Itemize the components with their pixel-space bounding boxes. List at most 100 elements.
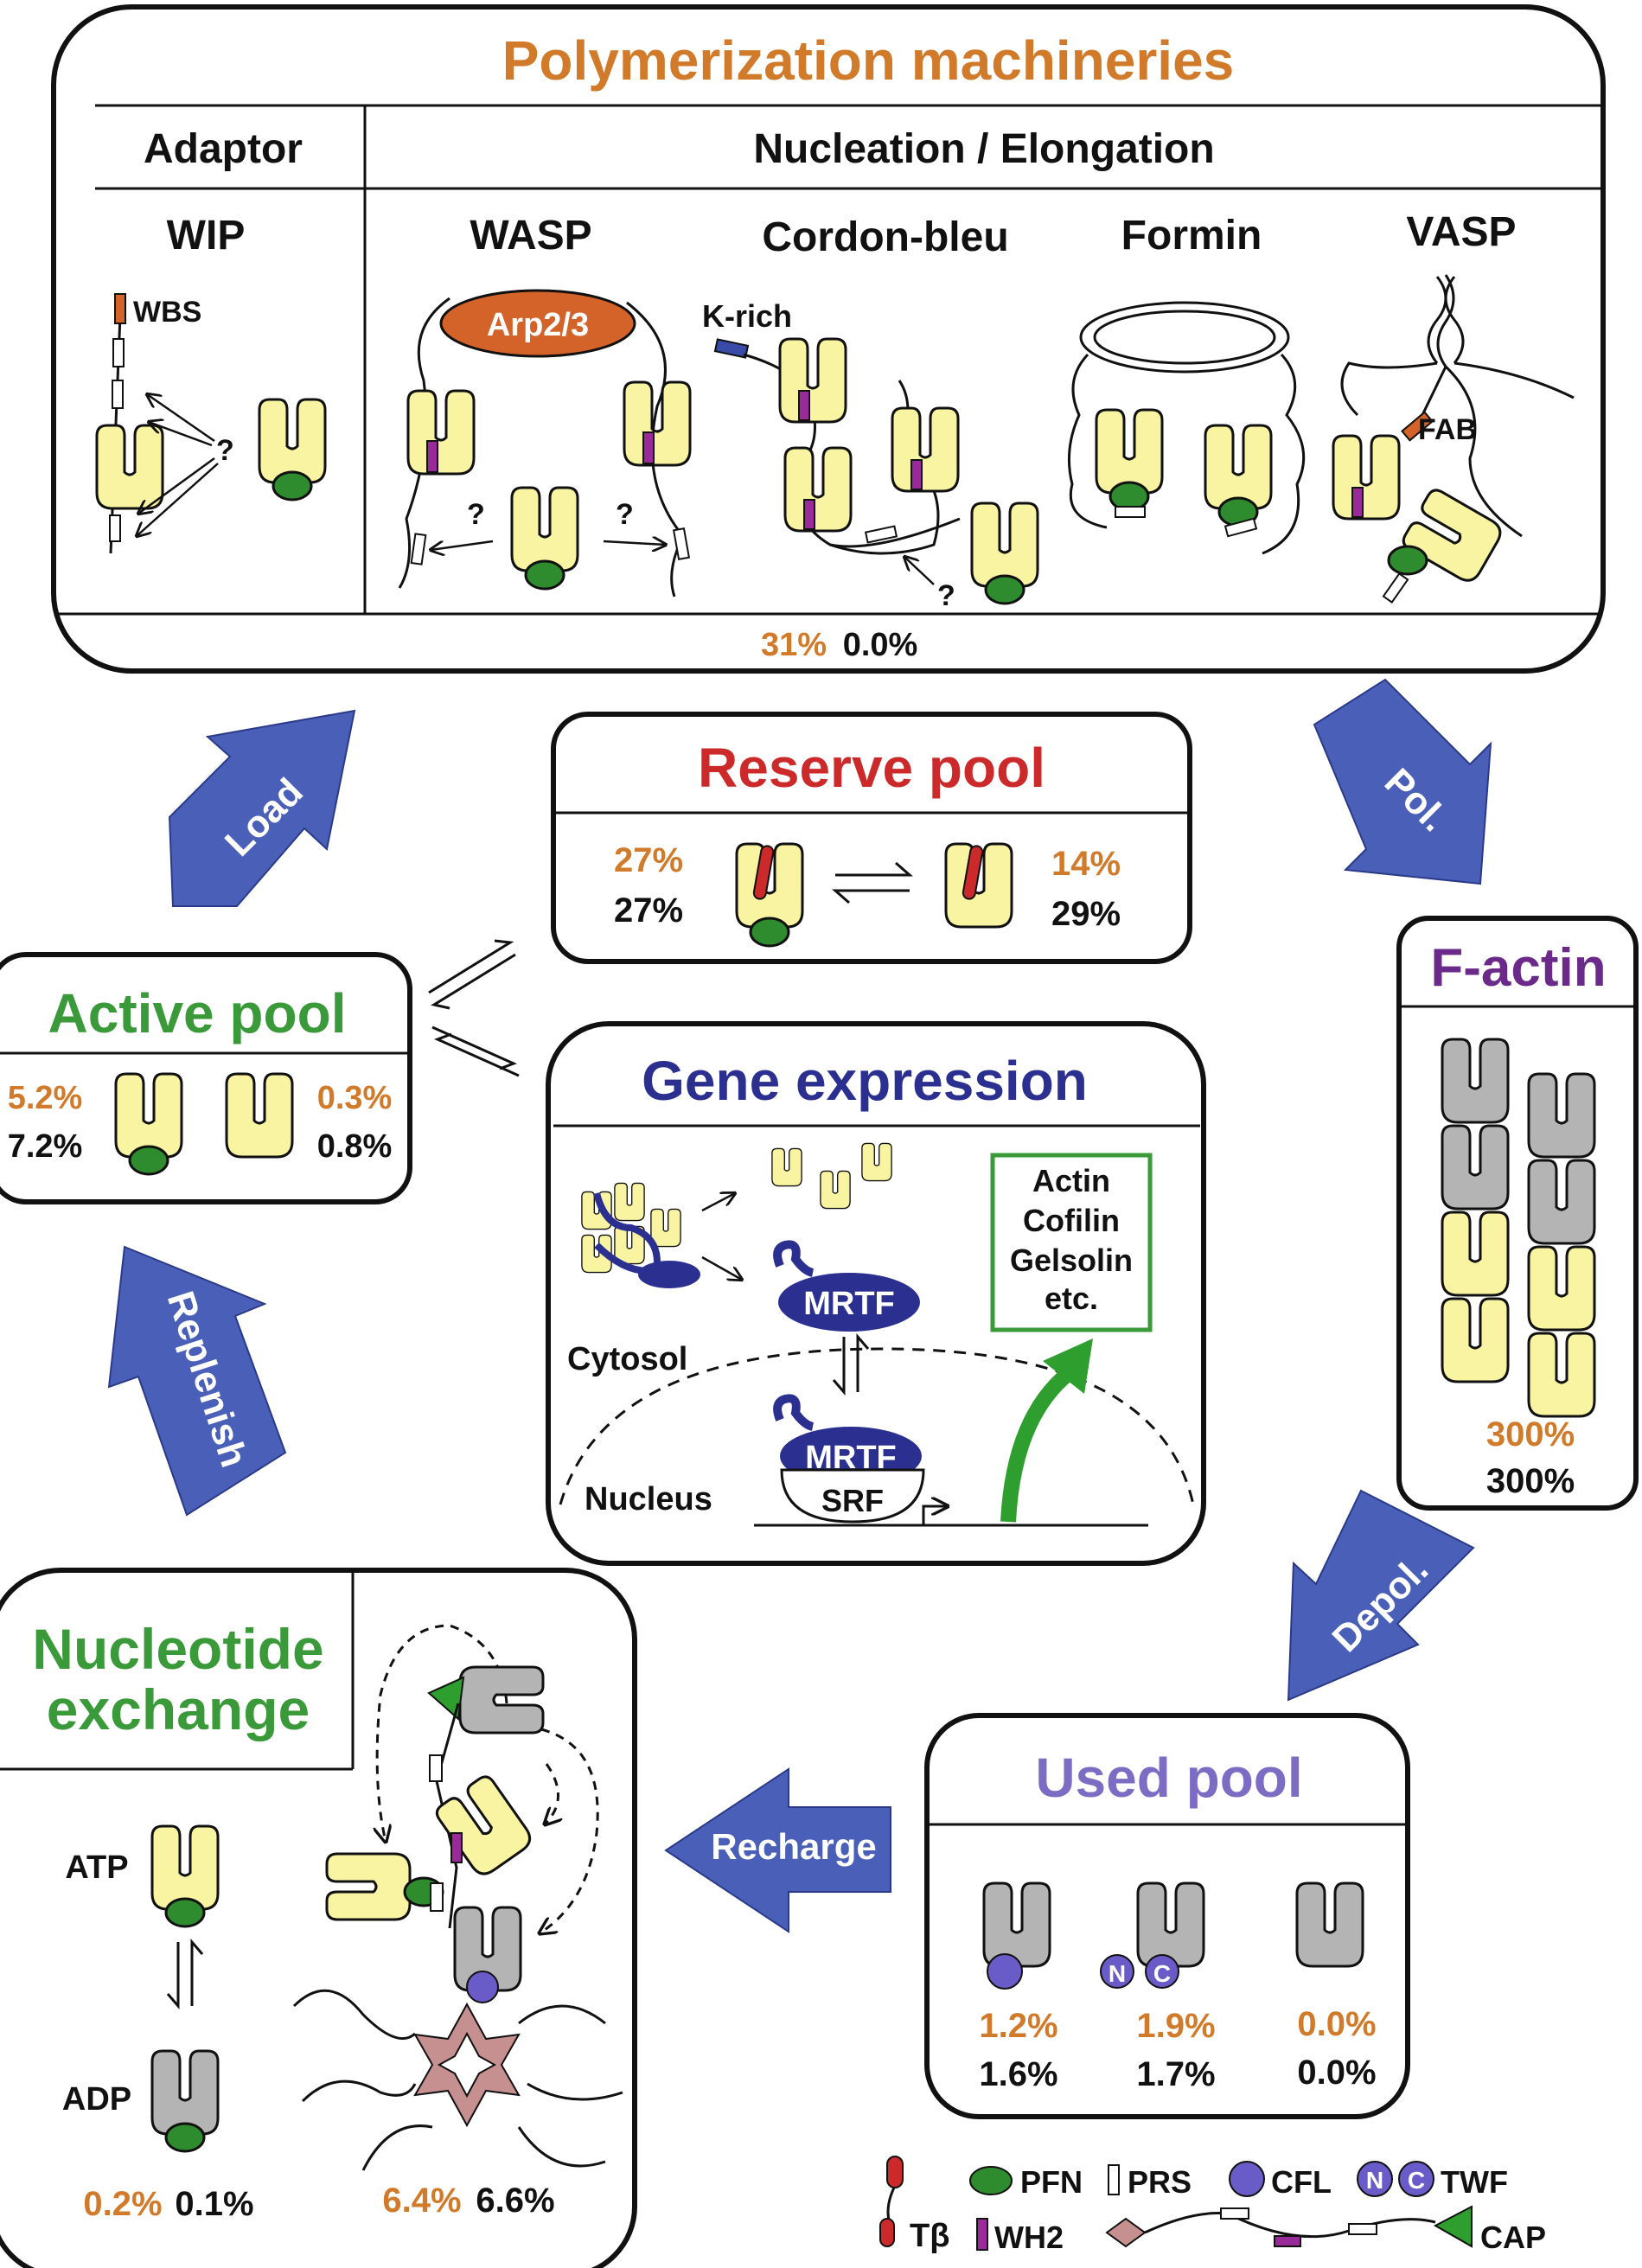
nucleotide-title-line1: Nucleotide [32, 1617, 323, 1681]
active-right-orange: 0.3% [317, 1080, 393, 1116]
polymerization-panel: Polymerization machineries Adaptor Nucle… [51, 4, 1606, 674]
legend-tb: Tβ [879, 2156, 949, 2254]
col-nucleation-label: Nucleation / Elongation [753, 126, 1214, 172]
recharge-arrow: Recharge [664, 1767, 891, 1933]
target-genes-box: Actin Cofilin Gelsolin etc. [990, 1153, 1153, 1332]
atp-adp-equilibrium-arrows [166, 1938, 204, 2010]
mrtf-equilibrium-arrows [832, 1332, 870, 1396]
srf-label: SRF [821, 1483, 884, 1518]
active-gene-arrows [431, 1025, 520, 1077]
used-c-black: 0.0% [1297, 2054, 1376, 2092]
krich-label: K-rich [702, 298, 792, 334]
legend: Tβ PFN PRS CFL N C TWF WH2 [879, 2156, 1546, 2255]
cordon-question: ? [937, 579, 955, 612]
cap-complex-illustration [292, 1624, 623, 2171]
legend-tb-label: Tβ [910, 2218, 949, 2254]
wip-question: ? [216, 434, 234, 467]
f-actin-title: F-actin [1430, 938, 1606, 998]
cordon-bleu-label: Cordon-bleu [762, 214, 1008, 260]
active-left-black: 7.2% [8, 1128, 83, 1165]
polymerization-title: Polymerization machineries [502, 29, 1235, 92]
wip-illustration: WBS ? [95, 293, 327, 554]
active-pool-panel: Active pool 5.2% 7.2% 0.3% 0.8% [0, 952, 412, 1204]
nucleus-label: Nucleus [585, 1481, 712, 1517]
legend-cfl-label: CFL [1271, 2164, 1332, 2200]
f-actin-pct-black: 300% [1486, 1462, 1575, 1500]
active-left-orange: 5.2% [8, 1080, 83, 1116]
mrtf-nucleus: MRTF SRF [773, 1394, 925, 1524]
formin-label: Formin [1121, 213, 1262, 259]
target-gene-2: Cofilin [1023, 1203, 1120, 1238]
polymerization-pct-orange: 31% [761, 627, 827, 663]
vasp-label: VASP [1406, 209, 1516, 255]
target-gene-4: etc. [1045, 1281, 1098, 1316]
legend-cfl: CFL [1229, 2161, 1332, 2200]
formin-illustration [1067, 301, 1306, 555]
reserve-title: Reserve pool [698, 737, 1045, 799]
reserve-right-orange: 14% [1051, 845, 1121, 883]
replenish-arrow: Replenish [107, 1245, 287, 1517]
legend-twf-n: N [1366, 2167, 1383, 2194]
nucleotide-exchange-panel: Nucleotide exchange ATP ADP 0.2% 0.1% [0, 1568, 637, 2268]
used-c-orange: 0.0% [1297, 2005, 1376, 2043]
target-gene-1: Actin [1032, 1163, 1110, 1198]
legend-wh2-label: WH2 [994, 2220, 1064, 2255]
active-right-black: 0.8% [317, 1128, 393, 1165]
legend-twf-label: TWF [1441, 2164, 1508, 2200]
active-reserve-arrows [428, 939, 516, 1010]
used-a-black: 1.6% [979, 2055, 1057, 2093]
reserve-left-orange: 27% [614, 841, 683, 879]
wasp-illustration: Arp2/3 ? ? [398, 289, 692, 597]
arp23-label: Arp2/3 [487, 307, 589, 343]
legend-twf-c: C [1408, 2167, 1425, 2194]
used-b-black: 1.7% [1136, 2055, 1215, 2093]
wasp-question-right: ? [616, 498, 634, 531]
nucleotide-right-orange: 6.4% [382, 2182, 461, 2220]
load-arrow: Load [168, 709, 356, 907]
depol-arrow: Depol. [1287, 1489, 1475, 1702]
reserve-pool-panel: Reserve pool 27% 27% 14% 29% [551, 712, 1192, 964]
wip-label: WIP [167, 213, 246, 259]
legend-pfn: PFN [969, 2164, 1083, 2200]
nucleotide-left-black: 0.1% [175, 2185, 253, 2223]
wasp-question-left: ? [467, 498, 485, 531]
cordon-bleu-illustration: K-rich ? [702, 298, 1039, 612]
reserve-right-black: 29% [1051, 895, 1121, 933]
legend-cap-label: CAP [1480, 2220, 1546, 2255]
f-actin-pct-orange: 300% [1486, 1415, 1575, 1453]
used-pool-panel: Used pool N C 1.2% 1.6% 1.9% 1.7% 0.0% 0… [924, 1713, 1410, 2119]
legend-cap: CAP [1105, 2205, 1546, 2255]
cytosolic-mrtf-actin-complex [581, 1182, 700, 1288]
legend-prs-label: PRS [1128, 2164, 1192, 2200]
active-title: Active pool [48, 982, 347, 1045]
f-actin-panel: F-actin 300% 300% [1396, 916, 1639, 1511]
used-title: Used pool [1035, 1747, 1302, 1809]
used-twf-c: C [1153, 1960, 1171, 1987]
adp-label: ADP [62, 2081, 131, 2118]
gene-title: Gene expression [642, 1050, 1088, 1112]
legend-prs: PRS [1108, 2164, 1192, 2200]
used-a-orange: 1.2% [979, 2007, 1057, 2045]
mrtf-cytosol: MRTF [773, 1240, 920, 1332]
reserve-equilibrium-arrows [832, 861, 913, 904]
legend-pfn-label: PFN [1020, 2164, 1083, 2200]
used-twf-n: N [1109, 1960, 1126, 1987]
nucleotide-right-black: 6.6% [476, 2182, 554, 2220]
mrtf-cytosol-label: MRTF [803, 1286, 895, 1322]
fab-label: FAB [1418, 413, 1477, 446]
legend-wh2: WH2 [976, 2218, 1064, 2255]
polymerization-pct-black: 0.0% [843, 627, 918, 663]
atp-label: ATP [65, 1850, 128, 1886]
gene-expression-panel: Gene expression MRTF Cytosol [546, 1021, 1206, 1566]
wasp-label: WASP [470, 213, 591, 259]
target-gene-3: Gelsolin [1010, 1243, 1133, 1278]
used-b-orange: 1.9% [1136, 2007, 1215, 2045]
reserve-left-black: 27% [614, 891, 683, 930]
wbs-label: WBS [133, 296, 201, 329]
legend-twf: N C TWF [1357, 2161, 1508, 2200]
vasp-illustration: FAB [1332, 274, 1575, 604]
pol-arrow: Pol. [1313, 678, 1492, 885]
col-adaptor-label: Adaptor [144, 126, 303, 172]
nucleotide-left-orange: 0.2% [83, 2185, 162, 2223]
